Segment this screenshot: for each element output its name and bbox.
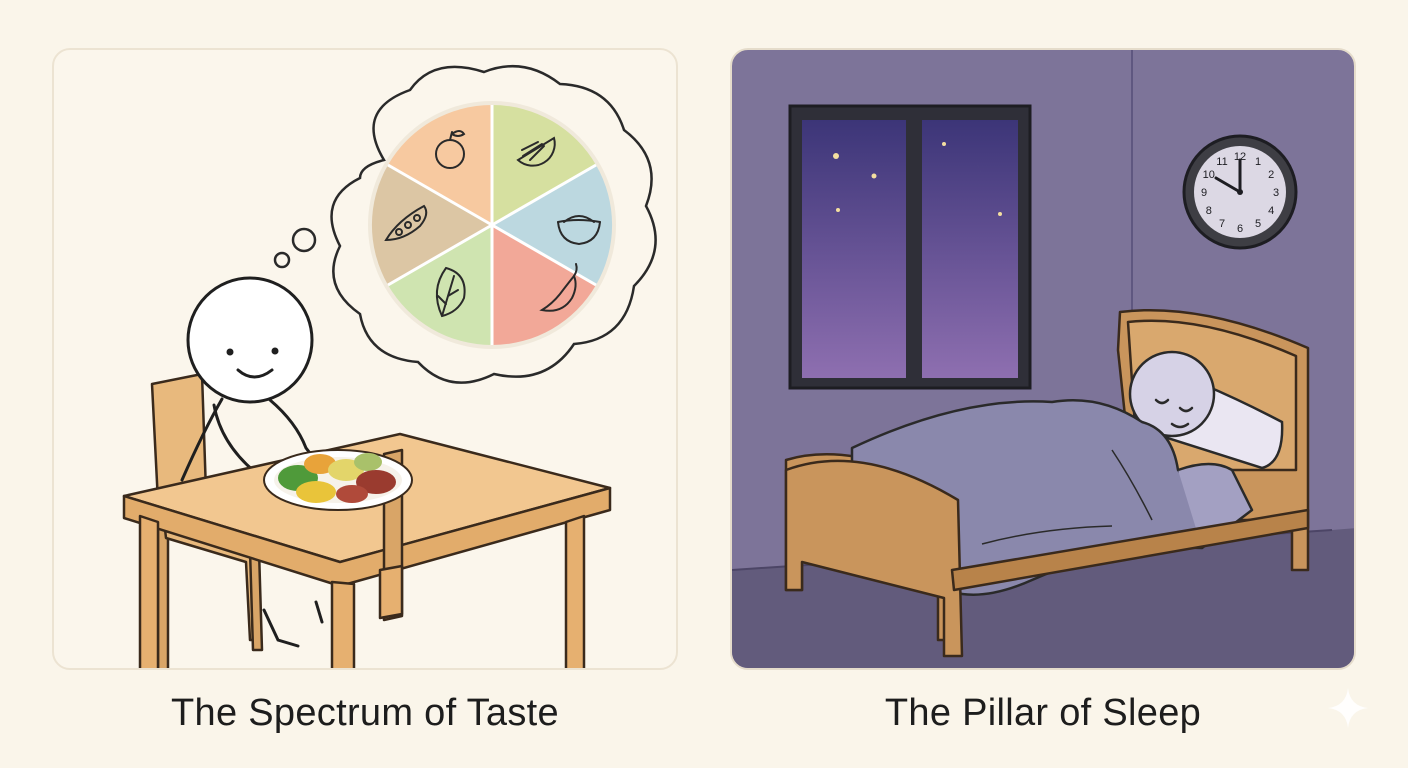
lettuce-icon bbox=[435, 266, 466, 318]
chili-icon bbox=[539, 263, 578, 312]
clock-numeral: 6 bbox=[1237, 223, 1243, 235]
clock-numeral: 10 bbox=[1203, 169, 1215, 181]
clock-numeral: 5 bbox=[1255, 218, 1261, 230]
clock-numeral: 1 bbox=[1255, 156, 1261, 168]
clock-numeral: 11 bbox=[1216, 156, 1227, 168]
bed-footboard bbox=[784, 459, 1310, 658]
clock-numeral: 9 bbox=[1201, 187, 1207, 199]
night-window bbox=[788, 104, 1032, 390]
clock-numeral: 8 bbox=[1206, 205, 1212, 217]
food-plate bbox=[263, 449, 413, 511]
clock-numeral: 12 bbox=[1234, 151, 1246, 163]
sparkle-icon bbox=[1328, 688, 1368, 728]
taste-caption: The Spectrum of Taste bbox=[171, 692, 559, 734]
taste-illustration-panel bbox=[52, 48, 678, 670]
taste-wheel bbox=[368, 101, 616, 349]
sleep-caption: The Pillar of Sleep bbox=[884, 692, 1202, 734]
orange-icon bbox=[435, 130, 466, 169]
star-icon bbox=[833, 142, 1002, 216]
clock-numeral: 7 bbox=[1219, 218, 1225, 230]
clock-numeral: 2 bbox=[1268, 169, 1274, 181]
lime-icon bbox=[516, 136, 556, 167]
pea-pod-icon bbox=[384, 204, 428, 242]
taste-scene bbox=[122, 64, 657, 668]
clock-numeral: 4 bbox=[1268, 205, 1274, 217]
person-head bbox=[186, 276, 314, 404]
clock-numeral: 3 bbox=[1273, 187, 1279, 199]
bowl-icon bbox=[557, 215, 601, 246]
sleeping-person bbox=[1128, 350, 1284, 470]
